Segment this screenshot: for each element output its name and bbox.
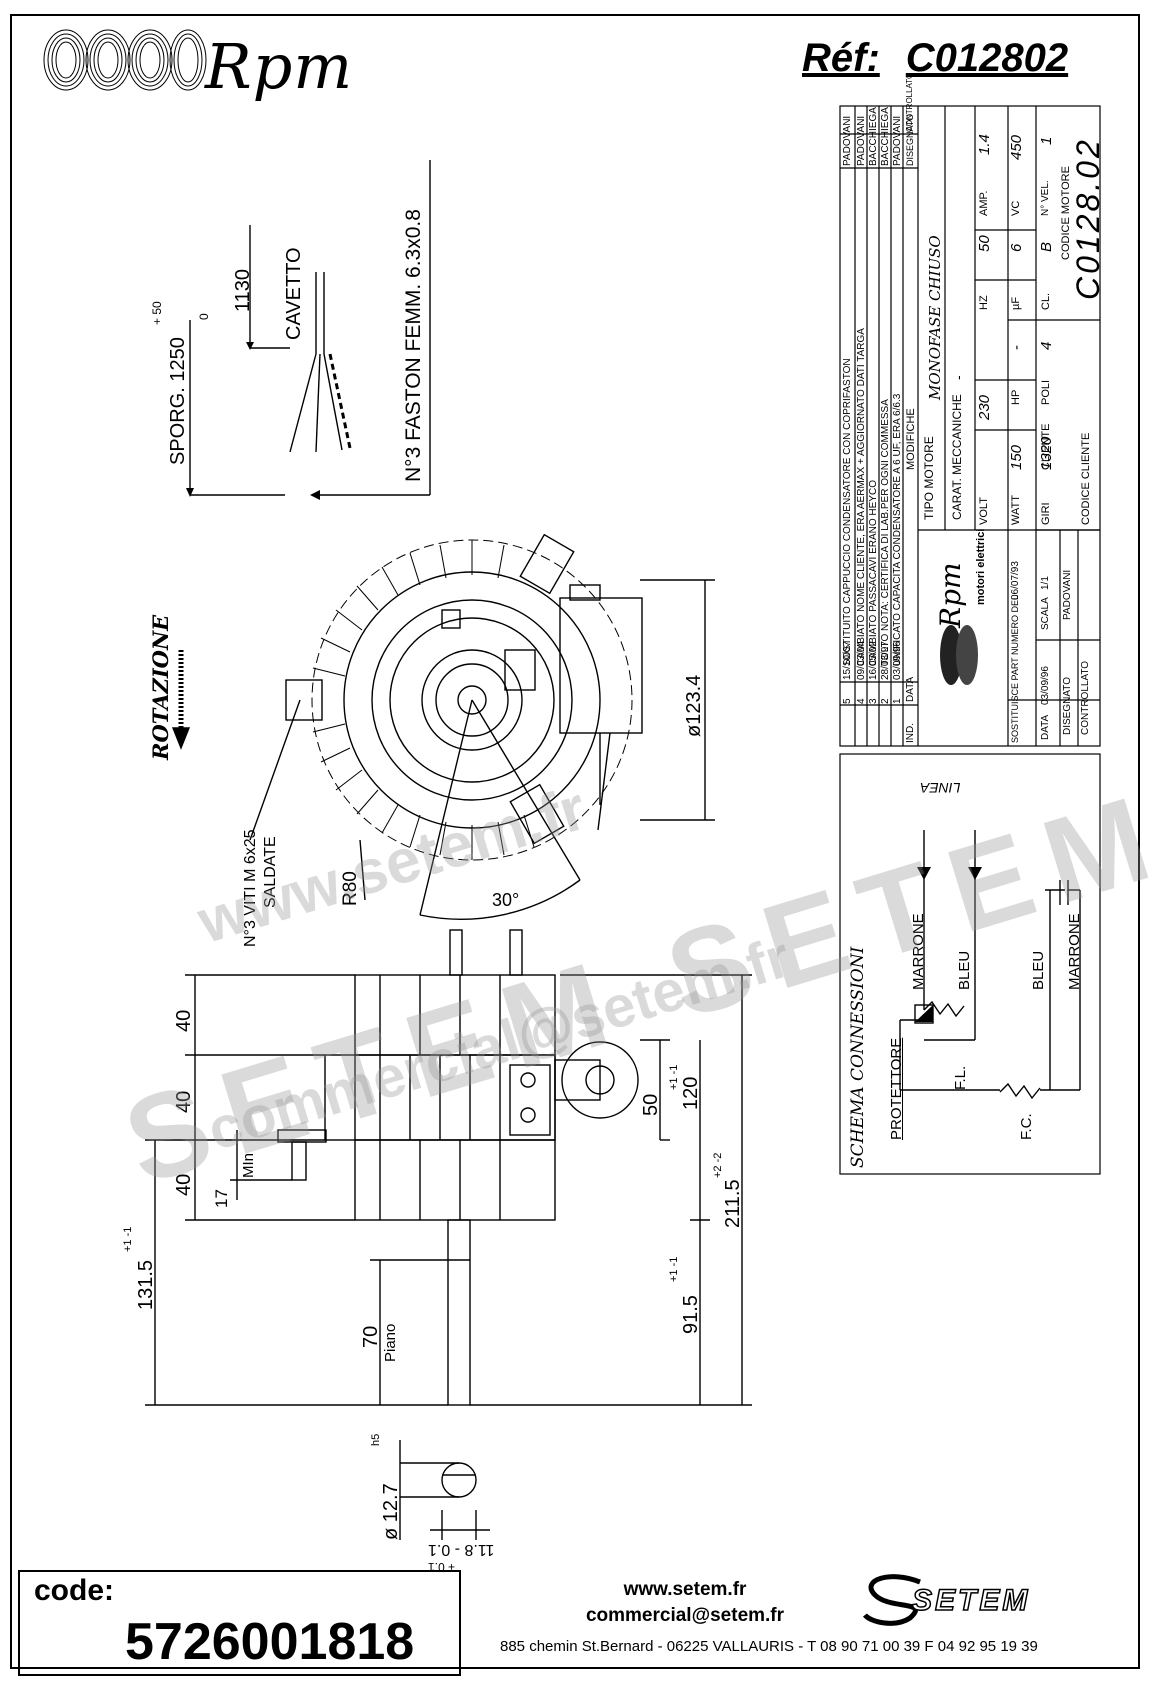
schema-marrone-2: MARRONE [1066,913,1083,990]
title-block-logo [940,625,1000,695]
reference: Réf: C012802 [802,36,1068,81]
brand-name: Rpm [205,30,354,103]
schema-marrone-1: MARRONE [910,913,927,990]
address: 885 chemin St.Bernard - 06225 VALLAURIS … [500,1638,1038,1655]
contact-block: www.setem.fr commercial@setem.fr [540,1577,830,1629]
schema-fc: F.C. [1018,1113,1035,1140]
setem-swirl-icon [862,1574,921,1626]
angle-label: 30° [492,890,520,910]
code-label: code: [34,1574,115,1607]
schema-fl: F.L. [952,1065,969,1090]
schema-title: SCHEMA CONNESSIONI [848,946,868,1168]
rpm-coil-logo [43,29,207,91]
ref-label: Réf: [802,36,880,80]
drawing-frame [10,14,1140,1669]
schema-bleu-2: BLEU [1030,950,1047,990]
setem-logo: SETEM [911,1583,1031,1618]
schema-bleu-1: BLEU [956,950,973,990]
schema-linea: LINEA [920,780,961,796]
ref-value: C012802 [905,36,1069,80]
website-link[interactable]: www.setem.fr [623,1579,747,1600]
email-link[interactable]: commercial@setem.fr [585,1605,785,1626]
code-value: 5726001818 [125,1613,415,1671]
code-box: code: 5726001818 [18,1570,461,1676]
schema-protettore: PROTETTORE [888,1037,905,1140]
